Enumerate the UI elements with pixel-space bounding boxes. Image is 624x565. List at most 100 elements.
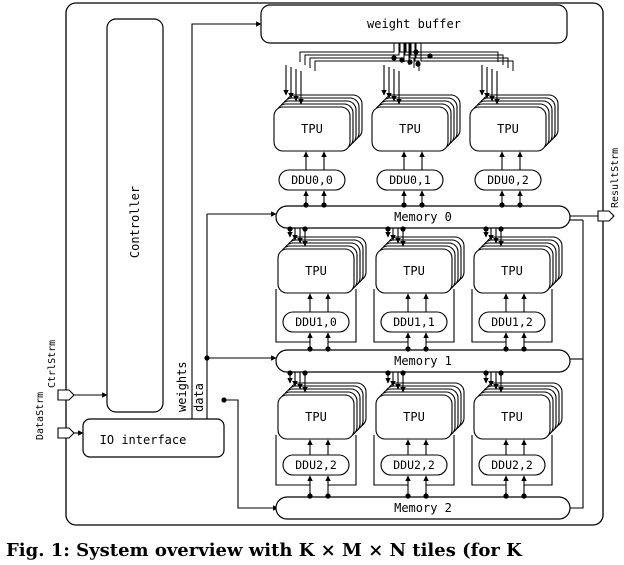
weight-wire: [405, 43, 499, 62]
ddu-block: [478, 454, 546, 476]
tpu-label: TPU: [501, 264, 523, 278]
ctrlstrm-label: CtrlStrm: [47, 340, 58, 388]
tpu-label: TPU: [301, 122, 323, 136]
tpu-label: TPU: [305, 264, 327, 278]
tpu-block: [277, 394, 355, 440]
memory-label: Memory 2: [394, 501, 452, 515]
junction-dot: [423, 493, 429, 499]
memory-block: [275, 496, 571, 520]
junction-dot: [419, 202, 425, 208]
junction-dot: [503, 493, 509, 499]
tpu-label: TPU: [305, 410, 327, 424]
junction-dot: [303, 202, 309, 208]
weight-wire: [410, 43, 504, 65]
figure-caption: Fig. 1: System overview with K × M × N t…: [6, 540, 523, 560]
junction-dot: [503, 346, 509, 352]
ddu-label: DDU2,2: [491, 458, 533, 472]
tpu-block: [473, 248, 551, 294]
resultstrm-port: [597, 210, 615, 222]
junction-dot: [521, 493, 527, 499]
controller-label: Controller: [128, 186, 142, 258]
tpu-block: [371, 106, 449, 152]
weight-wire: [420, 43, 514, 71]
junction-dot: [385, 226, 391, 232]
feedback-wire: [275, 435, 310, 486]
junction-dot: [221, 397, 227, 403]
tpu-block: [469, 106, 547, 152]
ddu-label: DDU2,2: [295, 458, 337, 472]
junction-dot: [405, 346, 411, 352]
feedback-wire: [471, 435, 506, 486]
junction-dot: [287, 370, 293, 376]
weight-wire: [309, 43, 405, 68]
tpu-label: TPU: [403, 264, 425, 278]
tpu-block: [473, 394, 551, 440]
junction-dot: [413, 49, 419, 55]
junction-dot: [302, 370, 308, 376]
junction-dot: [483, 370, 489, 376]
ddu-label: DDU0,2: [487, 173, 529, 187]
weight-wire: [409, 43, 415, 68]
memory-label: Memory 0: [394, 210, 452, 224]
junction-dot: [498, 226, 504, 232]
junction-dot: [405, 493, 411, 499]
junction-dot: [307, 346, 313, 352]
junction-dot: [325, 493, 331, 499]
junction-dot: [483, 226, 489, 232]
feedback-wire: [471, 289, 506, 343]
system-frame: [65, 2, 604, 526]
resultstrm-label: ResultStrm: [610, 148, 621, 208]
junction-dot: [401, 202, 407, 208]
feedback-wire: [524, 435, 553, 486]
memory-label: Memory 1: [394, 354, 452, 368]
data-label: data: [192, 383, 206, 412]
junction-dot: [415, 61, 421, 67]
junction-dot: [423, 346, 429, 352]
tpu-label: TPU: [403, 410, 425, 424]
feedback-wire: [328, 289, 357, 343]
weight-wire: [299, 43, 395, 62]
datastrm-port: [57, 389, 75, 401]
controller-block: [106, 18, 164, 413]
ddu-block: [380, 454, 448, 476]
ddu-label: DDU0,1: [389, 173, 431, 187]
junction-dot: [499, 202, 505, 208]
tpu-label: TPU: [497, 122, 519, 136]
ddu-block: [376, 169, 444, 191]
junction-dot: [325, 346, 331, 352]
junction-dot: [287, 226, 293, 232]
junction-dot: [400, 370, 406, 376]
tpu-block: [375, 394, 453, 440]
ctrlstrm-port: [57, 427, 75, 439]
junction-dot: [521, 346, 527, 352]
junction-dot: [517, 202, 523, 208]
feedback-wire: [426, 435, 455, 486]
junction-dot: [302, 226, 308, 232]
junction-dot: [307, 493, 313, 499]
junction-dot: [399, 57, 405, 63]
datastrm-label: DataStrm: [35, 392, 46, 440]
feedback-wire: [426, 289, 455, 343]
feedback-wire: [275, 289, 310, 343]
io-interface-block: [82, 418, 225, 458]
feedback-wire: [524, 289, 553, 343]
junction-dot: [400, 226, 406, 232]
weight-wire: [399, 43, 405, 62]
junction-dot: [498, 370, 504, 376]
feedback-wire: [328, 435, 357, 486]
ddu-label: DDU1,0: [295, 315, 337, 329]
ddu-block: [282, 311, 350, 333]
weights-label: weights: [175, 361, 189, 412]
ddu-block: [380, 311, 448, 333]
ddu-block: [282, 454, 350, 476]
routing-lines: [74, 21, 598, 511]
ddu-label: DDU1,2: [491, 315, 533, 329]
ddu-block: [474, 169, 542, 191]
memory-block: [275, 349, 571, 373]
ddu-label: DDU0,0: [291, 173, 333, 187]
weight-buffer-label: weight buffer: [367, 17, 461, 31]
junction-dot: [391, 55, 397, 61]
junction-dot: [204, 355, 210, 361]
